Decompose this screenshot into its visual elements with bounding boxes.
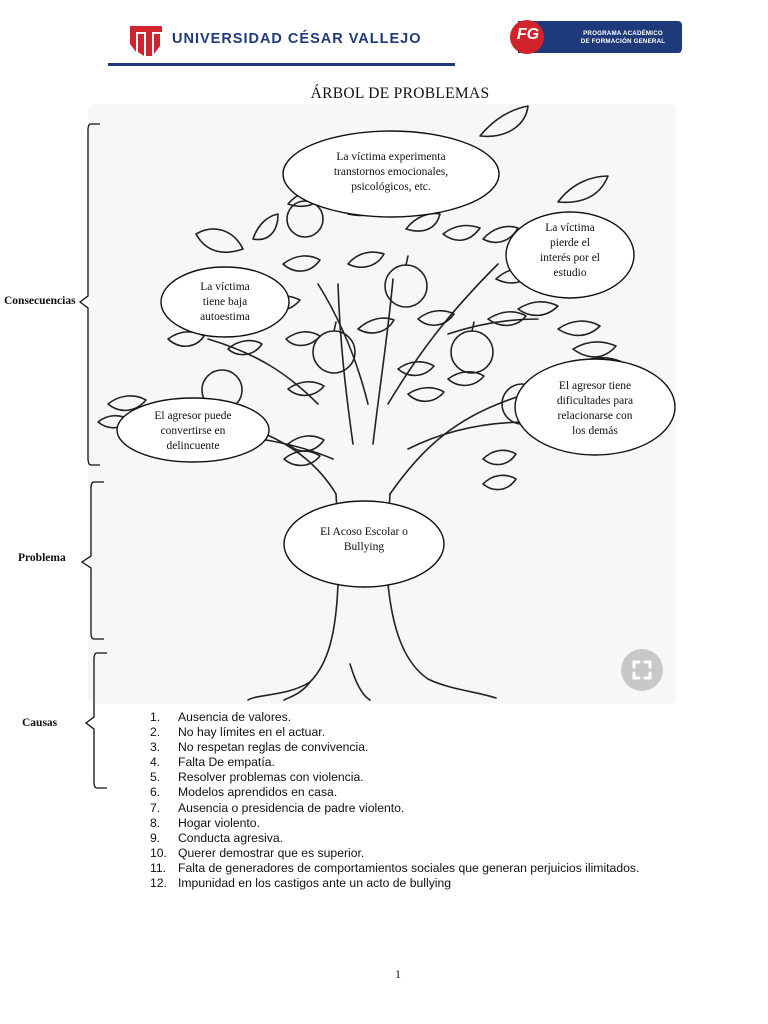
- ucv-logo: [130, 26, 162, 56]
- consequence-2-line-3: interés por el: [539, 252, 601, 264]
- page-number: 1: [395, 967, 401, 981]
- consequence-4-line-3: relacionarse con: [557, 410, 633, 422]
- consequence-5: El agresor puede convertirse en delincue…: [133, 409, 253, 454]
- cause-item: 4. Falta De empatía.: [150, 755, 639, 770]
- consequence-4-line-2: dificultades para: [556, 395, 634, 407]
- fullscreen-button[interactable]: [621, 649, 663, 691]
- page-title: ÁRBOL DE PROBLEMAS: [310, 85, 490, 102]
- cause-number: 3.: [150, 740, 161, 755]
- consequence-4-line-1: El agresor tiene: [558, 380, 632, 392]
- cause-item: 3. No respetan reglas de convivencia.: [150, 740, 639, 755]
- cause-text: Conducta agresiva.: [178, 830, 284, 845]
- consequence-5-line-1: El agresor puede: [154, 410, 232, 422]
- consequence-3-line-3: autoestima: [200, 311, 250, 323]
- consequence-3-line-2: tiene baja: [202, 296, 248, 308]
- cause-item: 7. Ausencia o presidencia de padre violen…: [150, 801, 639, 816]
- cause-number: 6.: [150, 785, 161, 800]
- cause-number: 9.: [150, 830, 161, 845]
- expand-icon: [632, 660, 652, 680]
- cause-text: Resolver problemas con violencia.: [178, 770, 364, 785]
- consequence-2-line-2: pierde el: [550, 237, 590, 249]
- cause-number: 8.: [150, 815, 161, 830]
- cause-number: 11.: [150, 860, 167, 875]
- cause-text: Falta De empatía.: [178, 755, 275, 770]
- cause-item: 5. Resolver problemas con violencia.: [150, 770, 639, 785]
- cause-item: 10. Querer demostrar que es superior.: [150, 846, 639, 861]
- consequence-3: La víctima tiene baja autoestima: [175, 280, 275, 325]
- consequence-4-line-4: los demás: [572, 425, 618, 437]
- cause-item: 6. Modelos aprendidos en casa.: [150, 785, 639, 800]
- cause-text: Modelos aprendidos en casa.: [178, 785, 338, 800]
- problem-statement: El Acoso Escolar o Bullying: [299, 525, 429, 555]
- program-line-1: PROGRAMA ACADÉMICO: [583, 30, 663, 37]
- consequence-5-line-2: convertirse en: [160, 425, 226, 437]
- program-name: PROGRAMA ACADÉMICO DE FORMACIÓN GENERAL: [568, 30, 678, 46]
- cause-number: 4.: [150, 755, 161, 770]
- cause-number: 1.: [150, 710, 161, 724]
- cause-item: 12. Impunidad en los castigos ante un act…: [150, 876, 639, 891]
- consequence-3-line-1: La víctima: [200, 281, 250, 293]
- section-brackets: [78, 123, 107, 789]
- fg-badge: [510, 20, 682, 54]
- cause-number: 5.: [150, 770, 161, 785]
- label-problema: Problema: [18, 552, 66, 564]
- cause-item: 11. Falta de generadores de comportamient…: [150, 861, 639, 876]
- consequence-4: El agresor tiene dificultades para relac…: [530, 379, 660, 439]
- cause-number: 7.: [150, 800, 161, 815]
- cause-text: Falta de generadores de comportamientos …: [178, 860, 640, 875]
- consequence-2-line-1: La víctima: [545, 222, 595, 234]
- consequence-5-line-3: delincuente: [166, 440, 220, 452]
- cause-text: Impunidad en los castigos ante un acto d…: [178, 876, 452, 891]
- cause-text: Hogar violento.: [178, 815, 260, 830]
- cause-text: Querer demostrar que es superior.: [178, 845, 365, 860]
- cause-text: No hay límites en el actuar.: [178, 725, 325, 740]
- consequence-1-line-1: La víctima experimenta: [336, 151, 446, 163]
- consequence-1-line-3: psicológicos, etc.: [351, 181, 431, 193]
- header-rule: [108, 63, 455, 66]
- cause-item: 1. Ausencia de valores.: [150, 710, 639, 725]
- problem-line-2: Bullying: [343, 541, 385, 553]
- consequence-2: La víctima pierde el interés por el estu…: [520, 221, 620, 281]
- university-name: UNIVERSIDAD CÉSAR VALLEJO: [172, 31, 422, 47]
- consequence-1-line-2: transtornos emocionales,: [333, 166, 449, 178]
- consequence-2-line-4: estudio: [553, 267, 587, 279]
- label-causas: Causas: [22, 717, 58, 729]
- causes-list: 1. Ausencia de valores. 2. No hay límites …: [150, 710, 639, 891]
- consequence-1: La víctima experimenta transtornos emoci…: [291, 150, 491, 195]
- cause-number: 12.: [150, 876, 167, 891]
- program-line-2: DE FORMACIÓN GENERAL: [580, 38, 666, 45]
- cause-text: Ausencia o presidencia de padre violento…: [178, 800, 405, 815]
- label-consecuencias: Consecuencias: [4, 295, 76, 307]
- problem-line-1: El Acoso Escolar o: [320, 526, 408, 538]
- cause-item: 9. Conducta agresiva.: [150, 831, 639, 846]
- cause-item: 8. Hogar violento.: [150, 816, 639, 831]
- cause-text: No respetan reglas de convivencia.: [178, 740, 369, 755]
- cause-number: 10.: [150, 845, 167, 860]
- fg-letters: FG: [516, 26, 540, 43]
- cause-item: 2. No hay límites en el actuar.: [150, 725, 639, 740]
- cause-text: Ausencia de valores.: [178, 710, 292, 724]
- cause-number: 2.: [150, 725, 161, 740]
